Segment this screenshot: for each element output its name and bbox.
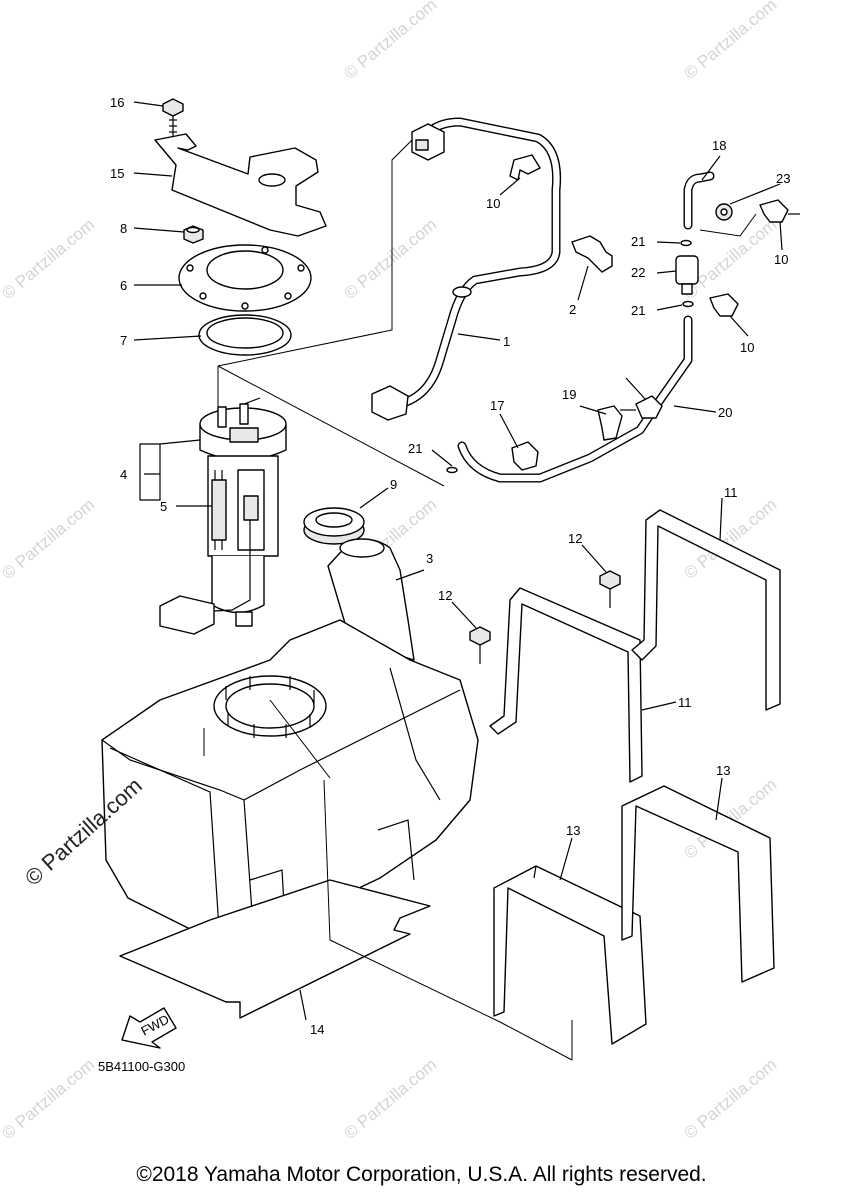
- watermark-tile: © Partzilla.com: [340, 0, 440, 83]
- callout-11-top: 11: [724, 485, 738, 500]
- nut-8: [183, 225, 204, 244]
- gasket-7: [198, 314, 292, 356]
- grommet-23: [715, 203, 733, 221]
- callout-8: 8: [120, 221, 127, 236]
- filler-cap-9: [303, 507, 365, 545]
- clamp-10-mid-right: [709, 293, 739, 317]
- callout-20: 20: [718, 405, 732, 420]
- fuel-pump-assembly: [159, 397, 287, 635]
- callout-6: 6: [120, 278, 127, 293]
- clamp-10-vent: [620, 395, 663, 419]
- callout-21-mid: 21: [631, 303, 645, 318]
- clip-17: [511, 441, 539, 471]
- callout-21-top: 21: [631, 234, 645, 249]
- bolt-12-b: [599, 570, 621, 608]
- rings-and-valve: [446, 239, 699, 474]
- callout-14: 14: [310, 1022, 324, 1037]
- watermark-tile: © Partzilla.com: [0, 1055, 98, 1143]
- clip-19: [597, 405, 623, 441]
- leader-lines: [133, 101, 783, 1021]
- callout-9: 9: [390, 477, 397, 492]
- callout-1: 1: [503, 334, 510, 349]
- tank-band-11-rear: [631, 509, 781, 711]
- callout-19: 19: [562, 387, 576, 402]
- rubber-pad-13-rear: [621, 785, 775, 983]
- callout-15: 15: [110, 166, 124, 181]
- callout-2: 2: [569, 302, 576, 317]
- callout-21-left: 21: [408, 441, 422, 456]
- callout-10-top: 10: [486, 196, 500, 211]
- callout-16: 16: [110, 95, 124, 110]
- alignment-lines: [203, 139, 757, 1061]
- clip-2: [571, 235, 613, 273]
- callout-10-right-mid: 10: [740, 340, 754, 355]
- clamp-10-top-right: [759, 199, 800, 223]
- fwd-arrow: FWD: [121, 1007, 177, 1049]
- callout-17: 17: [490, 398, 504, 413]
- callout-10-right-top: 10: [774, 252, 788, 267]
- callout-3: 3: [426, 551, 433, 566]
- watermark-tile: © Partzilla.com: [0, 215, 98, 303]
- callout-12-left: 12: [438, 588, 452, 603]
- watermark-tile: © Partzilla.com: [340, 1055, 440, 1143]
- callout-12-right: 12: [568, 531, 582, 546]
- vent-hose-20: [457, 315, 693, 483]
- tank-mat-14: [119, 879, 431, 1019]
- bracket-15: [154, 133, 327, 237]
- callout-11-mid: 11: [678, 695, 692, 710]
- watermark-tile: © Partzilla.com: [340, 215, 440, 303]
- watermark-tile: © Partzilla.com: [0, 495, 98, 583]
- callout-13-right: 13: [716, 763, 730, 778]
- copyright-notice: ©2018 Yamaha Motor Corporation, U.S.A. A…: [136, 1163, 707, 1186]
- rubber-pad-13-front: [493, 865, 647, 1045]
- callout-23: 23: [776, 171, 790, 186]
- hose-18: [683, 171, 715, 230]
- bolt-16: [162, 98, 184, 136]
- fuel-hose-1: [371, 117, 562, 421]
- diagram-code: 5B41100-G300: [98, 1059, 186, 1074]
- retainer-plate-6: [178, 244, 312, 312]
- callout-22: 22: [631, 265, 645, 280]
- watermark-tile: © Partzilla.com: [680, 0, 780, 83]
- watermark-tile: © Partzilla.com: [680, 1055, 780, 1143]
- callout-18: 18: [712, 138, 726, 153]
- callout-13-left: 13: [566, 823, 580, 838]
- tank-band-11-front: [489, 587, 643, 783]
- callout-5: 5: [160, 499, 167, 514]
- callout-7: 7: [120, 333, 127, 348]
- bolt-12-a: [469, 626, 491, 664]
- callout-4: 4: [120, 467, 127, 482]
- callouts: 16 15 8 6 7 4 5 1 10 2 18 23 21 22 21 10…: [110, 95, 790, 1037]
